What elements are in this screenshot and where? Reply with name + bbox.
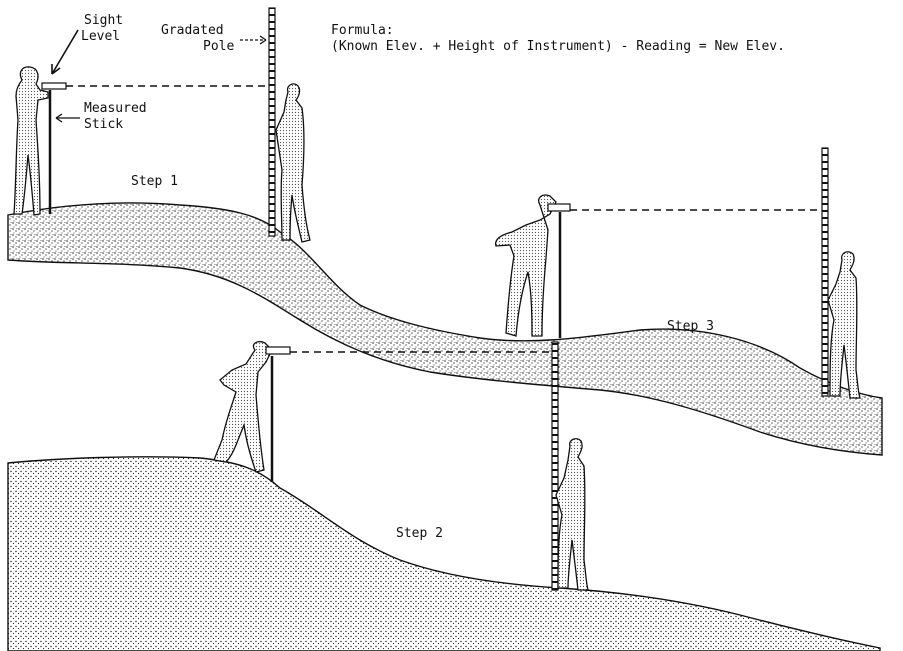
- surveyor-step2-figure: [213, 340, 291, 473]
- pole-label-line2: Pole: [203, 39, 235, 54]
- sight-level-instrument-step2: [265, 346, 291, 355]
- level-label-line2: Level: [81, 29, 121, 44]
- gradated-pole-1: [268, 7, 276, 237]
- rodman-step1-figure: [275, 83, 311, 243]
- gradated-pole-3: [821, 147, 829, 397]
- step3-label: Step 3: [667, 319, 714, 334]
- step1-label: Step 1: [131, 174, 178, 189]
- formula-text: (Known Elev. + Height of Instrument) - R…: [331, 39, 785, 54]
- surveyor-step3-figure: [494, 194, 571, 337]
- formula-title: Formula:: [331, 23, 394, 38]
- gradated-pole-2: [551, 341, 559, 591]
- sight-level-arrow: [51, 29, 79, 75]
- gradated-label-line1: Gradated: [161, 23, 224, 38]
- surveyor-step1-figure: [13, 66, 67, 216]
- sight-level-instrument: [41, 82, 67, 90]
- stick-label-line2: Stick: [84, 117, 124, 132]
- step2-label: Step 2: [396, 526, 443, 541]
- measured-label-line1: Measured: [84, 101, 147, 116]
- lower-ground: [7, 456, 881, 651]
- upper-ground: [7, 202, 883, 456]
- sight-label-line1: Sight: [84, 13, 124, 28]
- rodman-step3-figure: [827, 251, 861, 399]
- rodman-step2-figure: [555, 438, 589, 591]
- sight-level-instrument-step3: [547, 203, 571, 212]
